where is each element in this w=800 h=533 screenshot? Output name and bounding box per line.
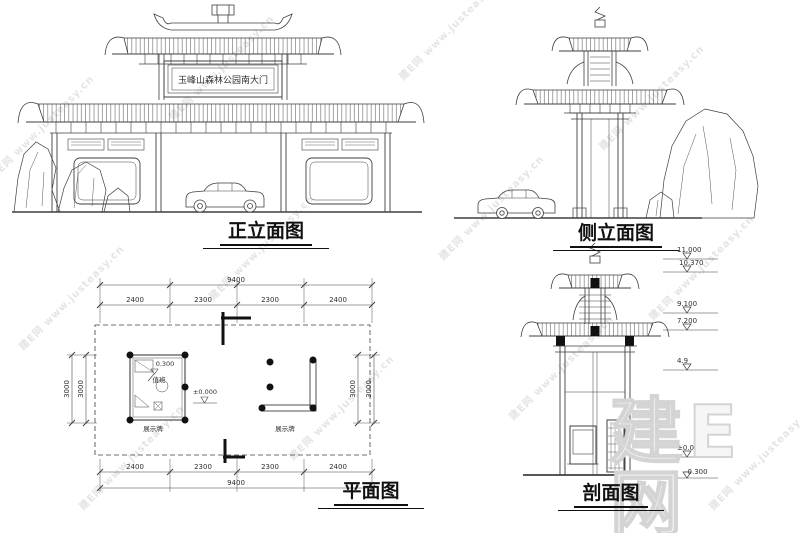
plan-title-text: 平面图 [334,480,408,506]
level-text: -0.300 [685,468,708,476]
gate-plaque-text: 玉峰山森林公园南大门 [178,74,268,86]
ground-level-text: ±0.000 [193,388,217,396]
plan-dim-seg: 2400 [126,463,144,471]
plan-dim-seg: 2400 [329,463,347,471]
level-text: 4.9 [677,357,688,365]
section-title-text: 剖面图 [574,482,648,508]
level-text: 9.100 [677,300,697,308]
plan-drawing: 9400 2400 2300 2300 2400 2400 2300 2300 … [63,276,380,492]
side-elevation-title: 侧立面图 [553,222,679,251]
plan-dim-seg: 2300 [194,463,212,471]
plan-dim-right: 3000 [349,380,357,398]
section-title: 剖面图 [558,482,664,511]
car-side-view [477,189,556,219]
plan-dim-total-bottom: 9400 [227,479,245,487]
plan-dim-seg: 2400 [329,296,347,304]
level-text: 10.370 [679,259,704,267]
level-text: 11.000 [677,246,702,254]
plan-dim-seg: 2300 [261,296,279,304]
level-text: ±0.000 [677,444,703,452]
plan-dim-seg: 2300 [194,296,212,304]
level-marker-lines [663,258,718,479]
level-marker-triangles [682,252,692,479]
plan-dim-seg: 2300 [261,463,279,471]
plan-dim-seg: 2400 [126,296,144,304]
side-elevation-title-text: 侧立面图 [569,222,662,248]
front-elevation-drawing: 玉峰山森林公园南大门 [12,4,425,213]
plan-dim-total-top: 9400 [227,276,245,284]
level-text: 7.200 [677,317,697,325]
plan-dim-right: 3000 [365,380,373,398]
room-level-text: 0.300 [156,360,175,368]
front-elevation-title: 正立面图 [203,220,329,249]
plan-columns [126,351,317,424]
side-elevation-drawing [454,6,759,219]
duty-room-label: 值班 [153,375,167,384]
rock-sketch-left [13,141,131,213]
car-front-view [185,182,265,213]
plan-title: 平面图 [318,480,424,509]
display-board-label-right: 展示牌 [275,424,295,433]
section-drawing: 11.000 10.370 9.100 7.200 4.9 ±0.000 -0.… [520,242,718,479]
plan-dim-left: 3000 [63,380,71,398]
rock-sketch-right [645,108,759,219]
display-board-label-left: 展示牌 [143,424,163,433]
plan-dim-left: 3000 [77,380,85,398]
front-elevation-title-text: 正立面图 [219,220,312,246]
